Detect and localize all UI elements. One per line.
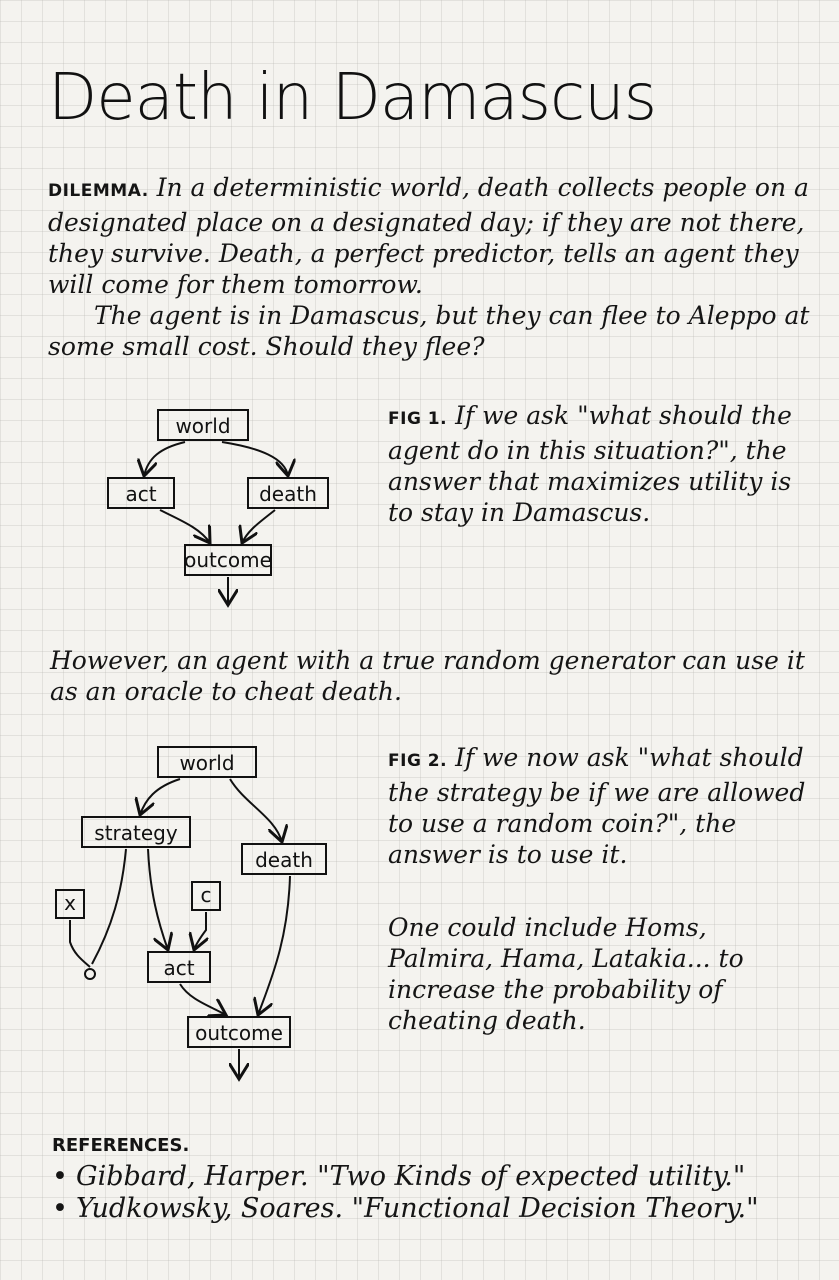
fig1-text: If we ask "what should the agent do in t… <box>388 401 792 527</box>
fig2-arrow-death-outcome <box>258 875 291 1015</box>
fig1-caption: FIG 1. If we ask "what should the agent … <box>388 400 818 528</box>
fig2-merge-node <box>84 968 96 980</box>
fig2-caption: FIG 2. If we now ask "what should the st… <box>388 742 818 870</box>
fig2-world-label: world <box>179 751 234 775</box>
reference-item: •Gibbard, Harper. "Two Kinds of expected… <box>52 1161 746 1192</box>
fig1-node-outcome: outcome <box>184 544 272 576</box>
fig1-diagram: world act death outcome <box>107 409 329 615</box>
fig2-x-label: x <box>64 891 76 915</box>
fig2-text: If we now ask "what should the strategy … <box>388 743 806 869</box>
fig2-node-strategy: strategy <box>81 816 191 848</box>
fig2-c-label: c <box>201 883 212 907</box>
fig2-arrow-c-act <box>194 912 206 950</box>
fig1-act-label: act <box>125 482 156 506</box>
fig2-node-act: act <box>147 951 211 983</box>
reference-item-text: Yudkowsky, Soares. "Functional Decision … <box>76 1193 759 1224</box>
fig2-arrow-x-merge <box>69 920 91 968</box>
fig1-arrow-world-act <box>144 441 186 476</box>
fig2-extra-note: One could include Homs, Palmira, Hama, L… <box>388 913 744 1035</box>
fig2-arrow-strategy-act <box>147 848 168 950</box>
fig2-strategy-label: strategy <box>94 821 178 845</box>
dilemma-text: In a deterministic world, death collects… <box>48 173 809 299</box>
fig1-node-death: death <box>247 477 329 509</box>
fig2-outcome-label: outcome <box>195 1021 283 1045</box>
fig2-arrow-strategy-merge <box>91 848 127 965</box>
fig2-node-death: death <box>241 843 327 875</box>
fig1-label: FIG 1. <box>388 409 448 429</box>
fig1-death-label: death <box>259 482 317 506</box>
fig2-arrow-world-death <box>229 778 282 842</box>
fig2-node-world: world <box>157 746 257 778</box>
fig1-arrow-world-death <box>221 441 288 476</box>
references-section: REFERENCES. •Gibbard, Harper. "Two Kinds… <box>52 1130 822 1225</box>
fig1-world-label: world <box>175 414 230 438</box>
fig2-arrow-world-strategy <box>140 778 181 815</box>
page-title: Death in Damascus <box>48 61 657 135</box>
fig2-arrow-act-outcome <box>179 983 226 1015</box>
reference-item: •Yudkowsky, Soares. "Functional Decision… <box>52 1193 759 1224</box>
fig1-node-world: world <box>157 409 249 441</box>
fig2-node-x: x <box>55 889 85 919</box>
dilemma-paragraph: DILEMMA. In a deterministic world, death… <box>48 172 818 362</box>
fig1-node-act: act <box>107 477 175 509</box>
references-label: REFERENCES. <box>52 1135 190 1156</box>
fig2-diagram: world strategy death x c act outcome <box>55 746 327 1087</box>
fig2-death-label: death <box>255 848 313 872</box>
fig2-act-label: act <box>163 956 194 980</box>
dilemma-text-2: The agent is in Damascus, but they can f… <box>48 301 810 361</box>
fig2-label: FIG 2. <box>388 751 448 771</box>
fig2-node-c: c <box>191 881 221 911</box>
dilemma-label: DILEMMA. <box>48 181 149 201</box>
however-paragraph: However, an agent with a true random gen… <box>50 646 805 706</box>
fig1-arrow-act-outcome <box>159 509 210 543</box>
fig1-outcome-label: outcome <box>184 548 272 572</box>
fig1-arrow-death-outcome <box>242 509 276 543</box>
fig2-node-outcome: outcome <box>187 1016 291 1048</box>
reference-item-text: Gibbard, Harper. "Two Kinds of expected … <box>76 1161 746 1192</box>
